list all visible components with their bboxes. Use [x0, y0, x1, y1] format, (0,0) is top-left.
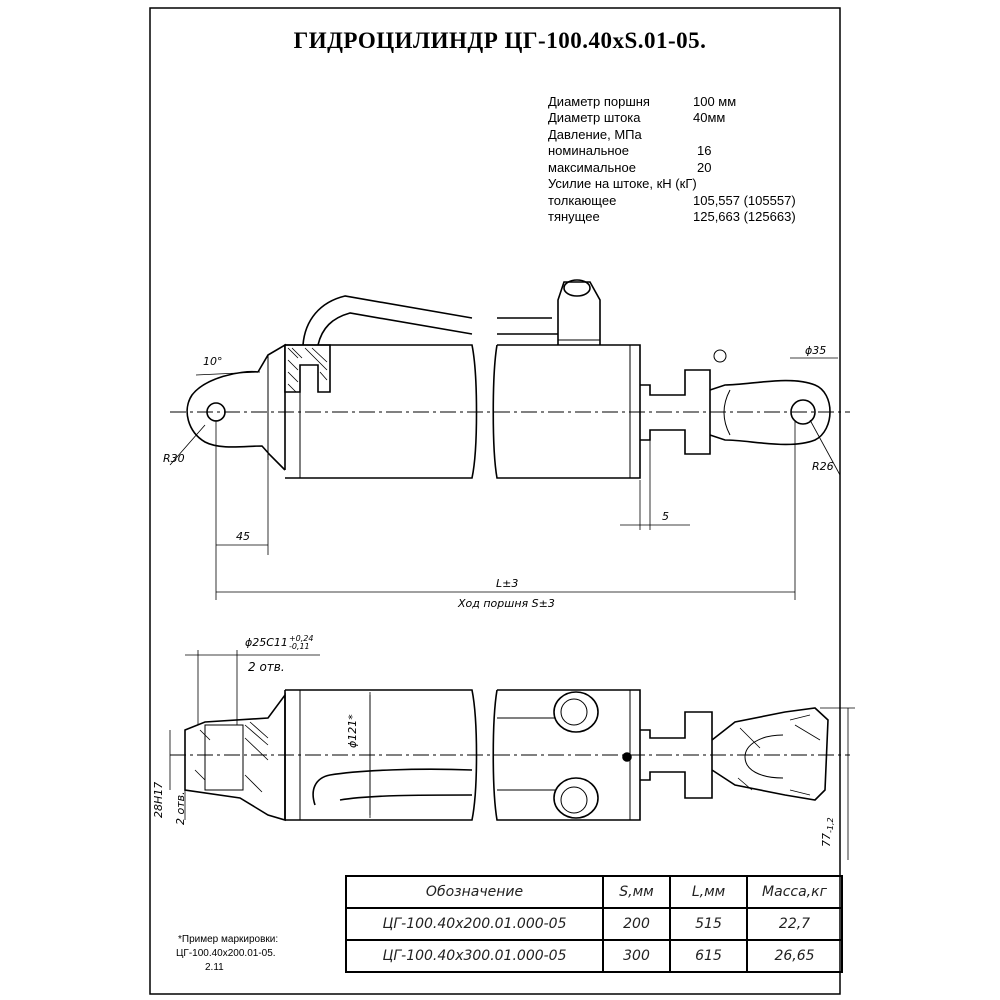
cell-designation: ЦГ-100.40х200.01.000-05	[345, 907, 604, 941]
front-clevis	[711, 707, 829, 801]
cell-l: 515	[669, 907, 748, 941]
spec-value: 16	[697, 143, 712, 158]
holes-top-label: 2 отв.	[248, 660, 285, 674]
col-l: L,мм	[669, 875, 748, 909]
spec-label: толкающее	[548, 193, 617, 208]
bore-label: ϕ121*	[346, 714, 359, 748]
cell-mass: 26,65	[746, 939, 843, 973]
barrel-left	[285, 344, 478, 479]
cell-designation: ЦГ-100.40х300.01.000-05	[345, 939, 604, 973]
radius-rear-label: R30	[163, 452, 185, 465]
rear-mount	[257, 343, 286, 470]
spec-value: 40мм	[693, 110, 726, 125]
top-view	[169, 279, 850, 600]
length-label: L±3	[496, 577, 519, 590]
col-s: S,мм	[602, 875, 671, 909]
slot-label: 28H17	[152, 781, 165, 818]
drawing-title: ГИДРОЦИЛИНДР ЦГ-100.40хS.01-05.	[293, 28, 707, 53]
marking-note-line1: *Пример маркировки:	[178, 934, 279, 945]
hole-diameter-label: ϕ25C11+0,24-0,11	[245, 635, 313, 651]
dimension-lines-top	[169, 357, 841, 600]
rear-clevis	[184, 692, 286, 822]
spec-value: 100 мм	[693, 94, 737, 109]
spec-label: Давление, МПа	[548, 127, 642, 142]
bottom-view	[169, 650, 855, 860]
port-fittings	[497, 691, 599, 819]
designation-table: Обозначение S,мм L,мм Масса,кг ЦГ-100.40…	[345, 875, 843, 973]
spec-label: максимальное	[548, 160, 636, 175]
table-header-row: Обозначение S,мм L,мм Масса,кг	[345, 875, 843, 909]
spec-value: 20	[697, 160, 712, 175]
rear-hose	[302, 295, 473, 346]
rear-eye-outline	[186, 370, 286, 471]
spec-value: 125,663 (125663)	[693, 209, 796, 224]
angle-label: 10°	[203, 355, 223, 368]
sheet-frame	[149, 7, 841, 995]
barrel-right	[492, 344, 641, 479]
marking-note-line3: 2.11	[205, 962, 224, 973]
stroke-label: Ход поршня S±3	[458, 597, 555, 610]
dim-5-label: 5	[662, 510, 669, 523]
diameter-rod-eye-label: ϕ35	[805, 344, 827, 357]
cell-l: 615	[669, 939, 748, 973]
barrel-right-bottom	[492, 689, 641, 821]
marking-note-line2: ЦГ-100.40х200.01-05.	[176, 948, 276, 959]
spec-label: тянущее	[548, 209, 600, 224]
col-mass: Масса,кг	[746, 875, 843, 909]
spec-label: номинальное	[548, 143, 630, 158]
gland	[640, 369, 711, 455]
hole-tol-lower: -0,11	[288, 642, 310, 651]
spec-value: 105,557 (105557)	[693, 193, 796, 208]
radius-front-label: R26	[812, 460, 834, 473]
table-row: ЦГ-100.40х200.01.000-05 200 515 22,7	[345, 907, 843, 941]
spec-label: Диаметр штока	[548, 110, 641, 125]
dim-77-tol: -1,2	[826, 817, 836, 833]
gland-bottom	[640, 711, 713, 799]
front-port	[557, 281, 601, 345]
cell-s: 300	[602, 939, 671, 973]
dim-77-value: 77	[820, 833, 833, 847]
holes-side-label: 2 отв.	[174, 791, 187, 825]
spec-label: Диаметр поршня	[548, 94, 650, 109]
barrel-left-bottom	[285, 689, 478, 821]
cell-s: 200	[602, 907, 671, 941]
table-row: ЦГ-100.40х300.01.000-05 300 615 26,65	[345, 939, 843, 973]
dim-45-label: 45	[236, 530, 250, 543]
hole-tol-upper: +0,24	[288, 634, 314, 643]
rod-end-eye	[709, 379, 831, 446]
rod-end-hole	[790, 399, 816, 425]
dimension-lines-bottom	[169, 650, 855, 860]
cell-mass: 22,7	[746, 907, 843, 941]
spec-label: Усилие на штоке, кН (кГ)	[548, 176, 697, 191]
hole-diameter-value: ϕ25C11	[245, 636, 288, 649]
col-designation: Обозначение	[345, 875, 604, 909]
dim-77-label: 77-1,2	[820, 817, 835, 847]
